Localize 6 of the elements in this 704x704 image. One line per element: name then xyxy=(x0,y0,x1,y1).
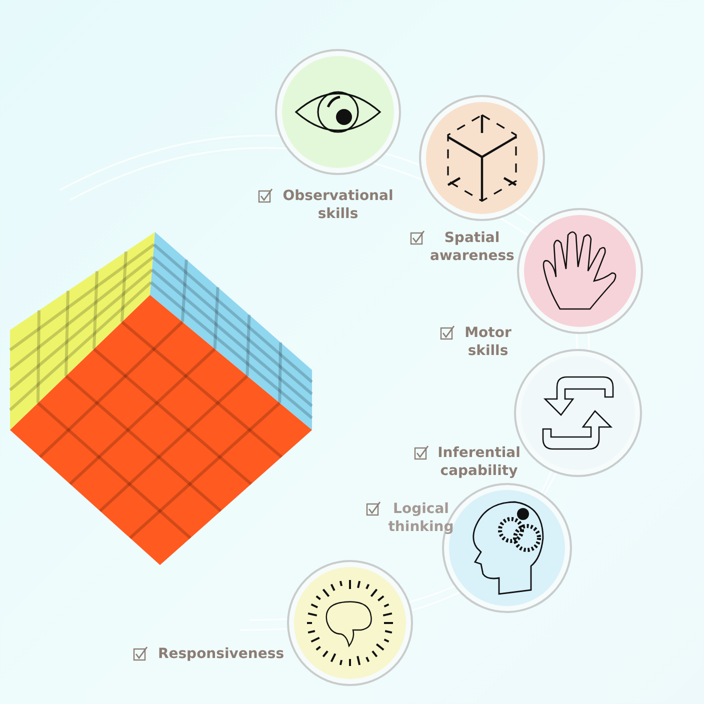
skill-label: Spatial awareness xyxy=(430,229,514,265)
skill-label: Responsiveness xyxy=(156,645,286,663)
skill-label: Motor skills xyxy=(464,324,512,360)
skill-label: Observational skills xyxy=(282,187,394,223)
skill-label: Inferential capability xyxy=(436,444,522,480)
skill-label: Logical thinking xyxy=(387,500,455,536)
